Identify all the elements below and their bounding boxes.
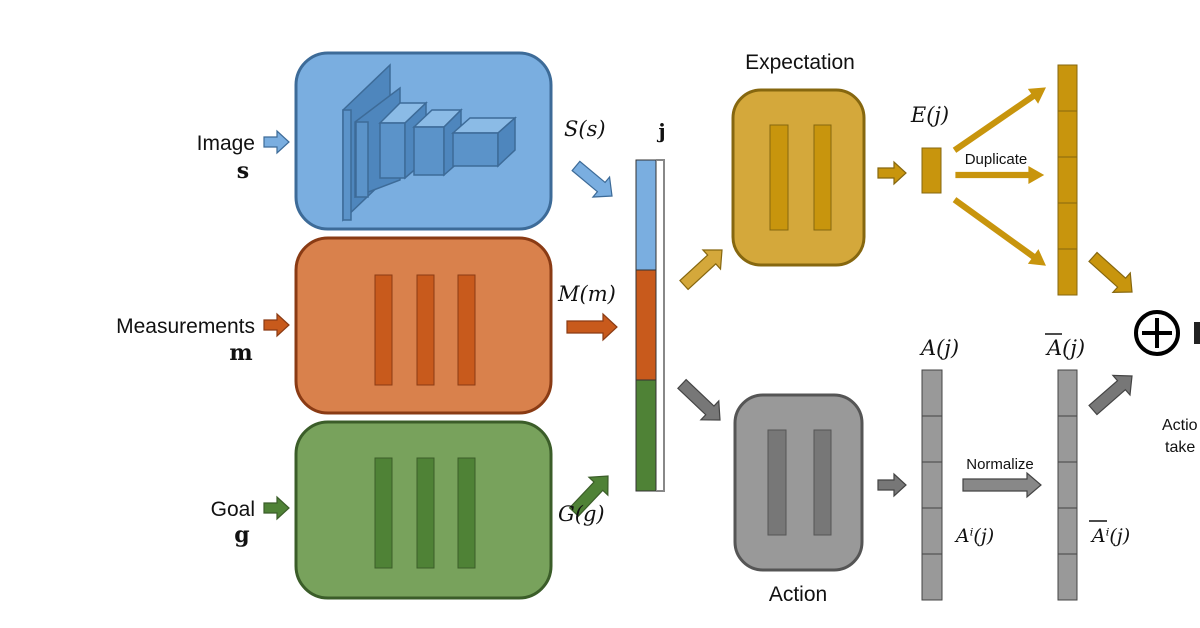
expectation-title: Expectation (745, 51, 855, 74)
action-to-combine-arrow (1088, 374, 1133, 416)
goal-symbol: g (234, 522, 249, 548)
expectation-output (921, 147, 942, 194)
goal-module (294, 420, 553, 600)
vector-cell (1057, 507, 1078, 555)
image-input-arrow (263, 129, 290, 155)
normalize-label: Normalize (966, 456, 1034, 473)
normalized-action-vector (1057, 369, 1078, 601)
measurements-output-label: M(m) (557, 282, 616, 306)
vector-cell (1057, 553, 1078, 601)
vector-cell (921, 553, 943, 601)
vector-cell (921, 507, 943, 555)
expectation-to-combine-arrow (1088, 251, 1133, 293)
duplicate-label: Duplicate (965, 151, 1028, 168)
joint-label: j (656, 119, 665, 143)
goal-input-arrow (263, 495, 290, 521)
goal-label: Goal (211, 498, 255, 521)
vector-cell (1057, 369, 1078, 417)
cnn-icon (342, 63, 517, 222)
normalize-arrow (962, 471, 1042, 499)
joint-to-expectation-arrow (679, 249, 723, 291)
combine-icon (1134, 310, 1180, 356)
vector-cell (1057, 415, 1078, 463)
goal-output-label: G(g) (558, 502, 605, 526)
vector-cell (921, 461, 943, 509)
arrows (263, 87, 1133, 521)
cropped-text-2: take (1165, 439, 1195, 456)
measurements-input-arrow (263, 312, 290, 338)
action-component-label: Aⁱ(j) (954, 525, 994, 547)
action-vector (921, 369, 943, 601)
duplicated-expectation-vector (1057, 64, 1078, 296)
image-symbol: s (237, 158, 249, 184)
cropped-text-1: Actio (1162, 417, 1198, 434)
action-title: Action (769, 583, 827, 606)
joint-to-action-arrow (677, 378, 721, 421)
expectation-output-arrow (877, 160, 907, 186)
vector-cell (1057, 461, 1078, 509)
image-module (294, 51, 553, 231)
vector-cell (1057, 156, 1078, 204)
vector-cell (1057, 202, 1078, 250)
measurements-symbol: m (229, 340, 252, 366)
vector-cell (1057, 64, 1078, 112)
expectation-module (731, 88, 866, 267)
vector-cell (1057, 248, 1078, 296)
vector-cell (1057, 110, 1078, 158)
cropped-mark (1194, 322, 1200, 344)
joint-vector (635, 159, 665, 492)
action-output-label: A(j) (919, 336, 959, 360)
image-output-label: S(s) (564, 117, 606, 141)
expectation-output-label: E(j) (910, 103, 949, 127)
measurements-label: Measurements (116, 315, 255, 338)
normalized-action-label: A(j) (1045, 336, 1085, 360)
image-to-joint-arrow (571, 160, 613, 198)
measurements-module (294, 236, 553, 415)
normalized-action-component-label: Aⁱ(j) (1090, 525, 1130, 547)
measurements-to-joint-arrow (566, 312, 618, 342)
goal-to-joint-arrow (568, 475, 609, 517)
duplicate-arrow-up (952, 87, 1046, 153)
vector-cell (921, 415, 943, 463)
action-output-arrow (877, 472, 907, 498)
action-module (733, 393, 864, 572)
image-label: Image (197, 132, 255, 155)
duplicate-arrow-down (952, 197, 1046, 266)
duplicate-arrow-mid (955, 165, 1045, 185)
vector-cell (921, 369, 943, 417)
